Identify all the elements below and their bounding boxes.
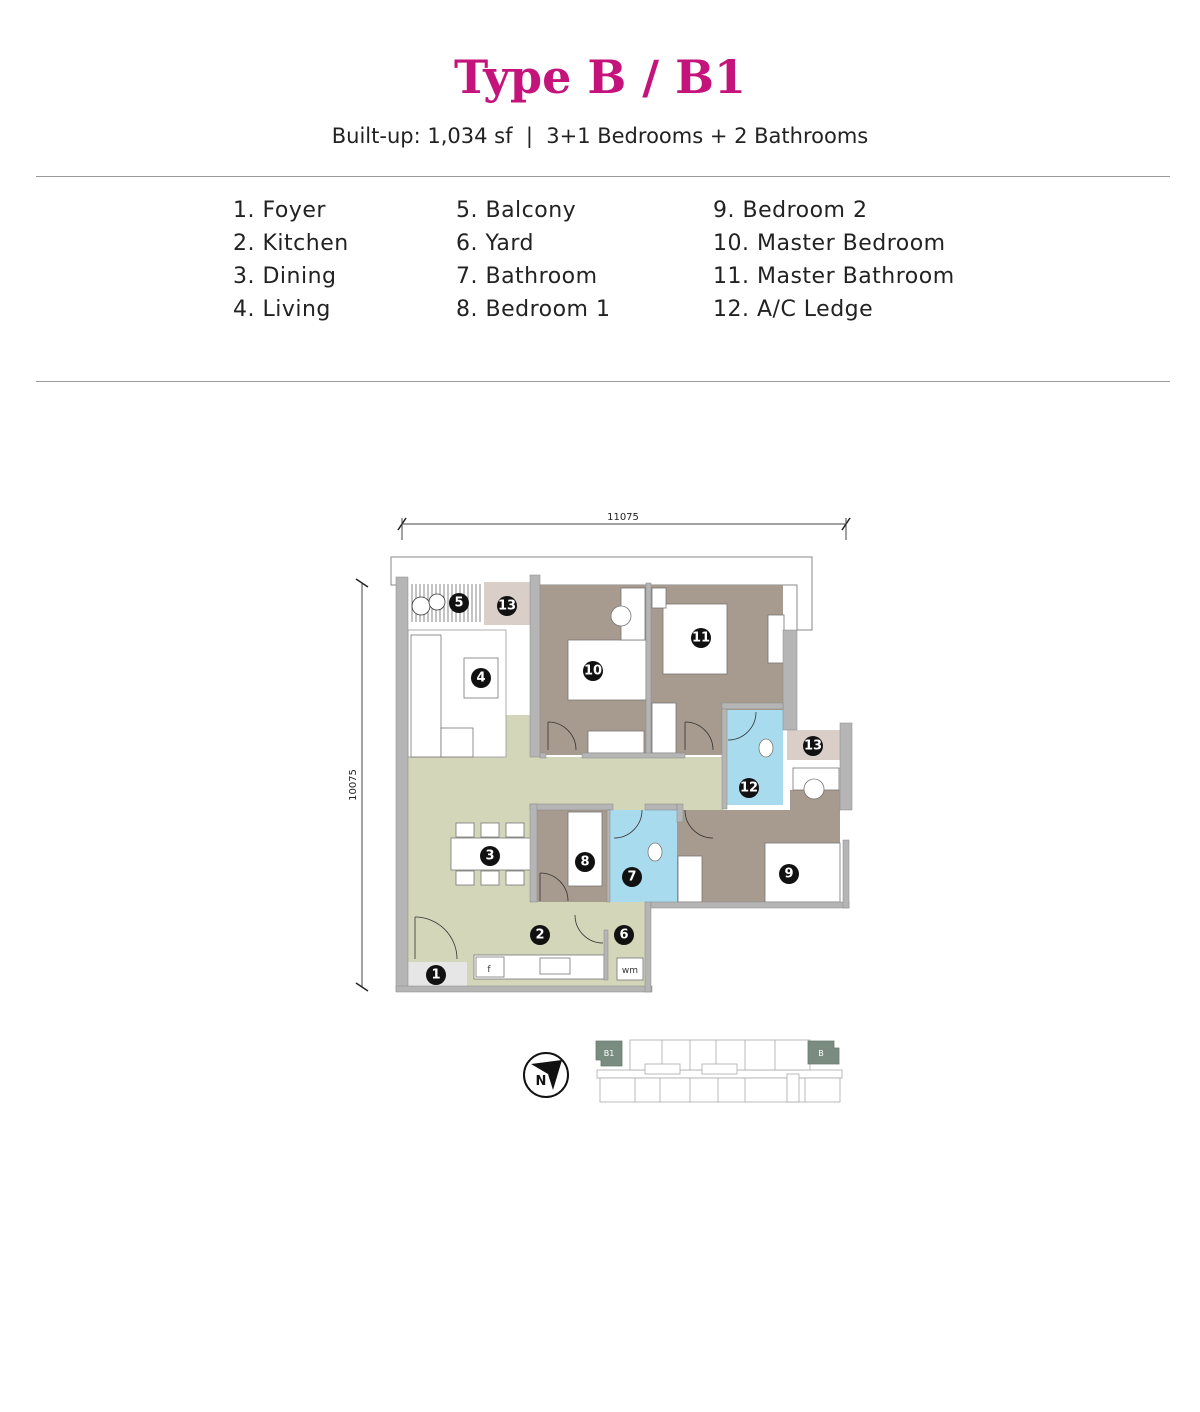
width-dimension-label: 11075 xyxy=(607,512,639,523)
legend-item: 9. Bedroom 2 xyxy=(713,198,868,223)
legend-item: 11. Master Bathroom xyxy=(713,264,955,289)
svg-text:3: 3 xyxy=(485,849,494,864)
walls xyxy=(395,574,853,993)
width-dimension: 11075 xyxy=(397,512,851,540)
marker-6: 6 xyxy=(614,925,634,945)
legend-item: 6. Yard xyxy=(456,231,534,256)
legend-item: 2. Kitchen xyxy=(233,231,349,256)
svg-text:13: 13 xyxy=(804,739,822,754)
divider-top xyxy=(36,176,1170,177)
page-title: Type B / B1 xyxy=(454,50,746,104)
legend-item: 4. Living xyxy=(233,297,331,322)
bathroom-floor xyxy=(610,810,677,902)
door-swings xyxy=(414,711,757,960)
height-dimension-label: 10075 xyxy=(348,769,359,801)
unit-b-highlight xyxy=(807,1040,840,1065)
height-dimension: 10075 xyxy=(348,578,369,992)
svg-text:2: 2 xyxy=(535,928,544,943)
unit-summary: Built-up: 1,034 sf | 3+1 Bedrooms + 2 Ba… xyxy=(331,124,869,148)
legend-item: 7. Bathroom xyxy=(456,264,598,289)
marker-7: 7 xyxy=(622,867,642,887)
unit-b1-label: B1 xyxy=(604,1049,615,1058)
washer-label: wm xyxy=(622,966,638,976)
corridor-floor xyxy=(408,757,723,810)
marker-2: 2 xyxy=(530,925,550,945)
svg-text:8: 8 xyxy=(580,855,589,870)
legend-item: 5. Balcony xyxy=(456,198,577,223)
marker-12: 12 xyxy=(739,778,759,798)
key-plan: B1 B xyxy=(595,1039,843,1103)
marker-10: 10 xyxy=(583,661,603,681)
legend-item: 10. Master Bedroom xyxy=(713,231,946,256)
marker-1: 1 xyxy=(426,965,446,985)
marker-8: 8 xyxy=(575,852,595,872)
svg-text:5: 5 xyxy=(454,596,463,611)
svg-text:6: 6 xyxy=(619,928,628,943)
unit-b-label: B xyxy=(818,1049,824,1058)
legend-item: 8. Bedroom 1 xyxy=(456,297,611,322)
divider-bottom xyxy=(36,381,1170,382)
marker-13: 13 xyxy=(497,596,517,616)
marker-13b: 13 xyxy=(803,736,823,756)
svg-text:10: 10 xyxy=(584,664,602,679)
svg-text:12: 12 xyxy=(740,781,758,796)
marker-3: 3 xyxy=(480,846,500,866)
marker-5: 5 xyxy=(449,593,469,613)
marker-11: 11 xyxy=(691,628,711,648)
svg-text:9: 9 xyxy=(784,867,793,882)
svg-text:7: 7 xyxy=(627,870,636,885)
svg-text:13: 13 xyxy=(498,599,516,614)
north-arrow-icon: N xyxy=(523,1052,569,1098)
marker-4: 4 xyxy=(471,668,491,688)
marker-9: 9 xyxy=(779,864,799,884)
fridge-label: f xyxy=(487,965,491,975)
north-label: N xyxy=(536,1074,547,1089)
legend-item: 12. A/C Ledge xyxy=(713,297,874,322)
room-markers: 1 2 3 4 5 6 7 8 9 10 11 12 13 13 xyxy=(426,593,823,985)
svg-text:1: 1 xyxy=(431,968,440,983)
svg-text:11: 11 xyxy=(692,631,710,646)
legend-item: 1. Foyer xyxy=(233,198,326,223)
legend-item: 3. Dining xyxy=(233,264,337,289)
svg-text:4: 4 xyxy=(476,671,485,686)
unit-b1-highlight xyxy=(595,1040,623,1067)
